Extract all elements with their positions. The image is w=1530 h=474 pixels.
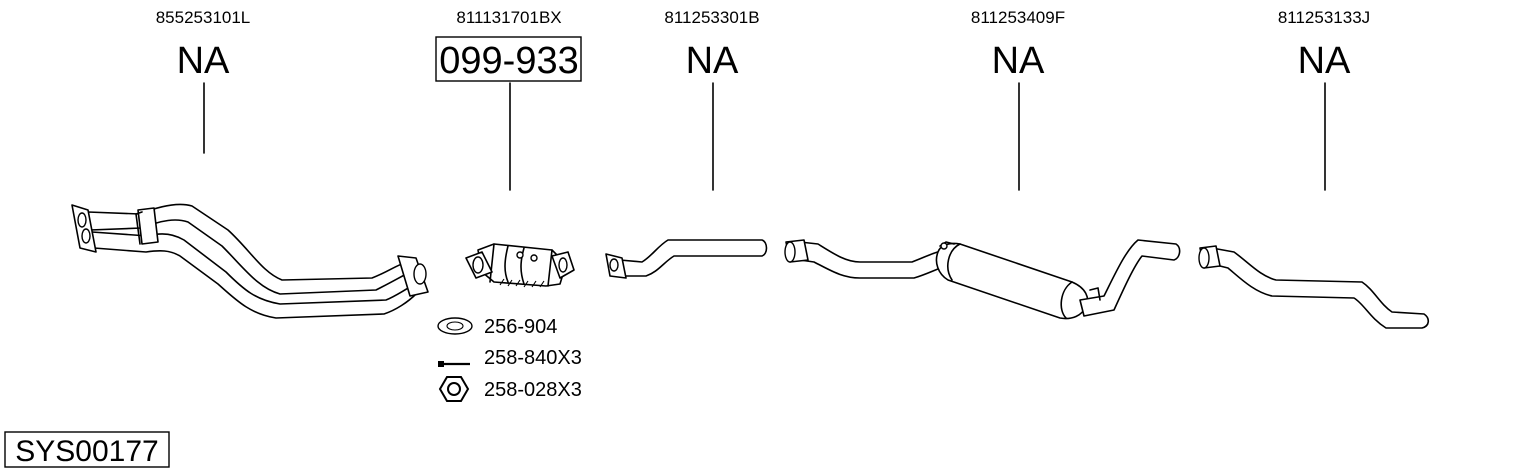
part-5-callout[interactable]: 811253133J NA <box>1278 8 1370 191</box>
front-pipe-drawing[interactable] <box>71 203 429 319</box>
nut-icon <box>438 376 470 402</box>
part-3-oem-number: 811253301B <box>664 8 759 27</box>
part-1-code: NA <box>177 40 230 82</box>
part-5-code: NA <box>1298 40 1351 82</box>
part-2-code-box <box>435 36 582 82</box>
accessory-gasket-code: 256-904 <box>484 316 557 338</box>
part-1-oem-number: 855253101L <box>156 8 251 27</box>
accessory-nut[interactable]: 258-028X3 <box>438 376 582 402</box>
bolt-icon <box>438 361 470 367</box>
accessory-bolt[interactable]: 258-840X3 <box>438 347 582 369</box>
centre-silencer-drawing[interactable] <box>784 239 1181 320</box>
intermediate-pipe-drawing[interactable] <box>605 239 768 279</box>
system-code: SYS00177 <box>15 435 158 468</box>
part-2-code: 099-933 <box>439 40 578 82</box>
part-3-callout[interactable]: 811253301B NA <box>664 8 760 191</box>
part-3-code: NA <box>686 40 739 82</box>
system-code-box: SYS00177 <box>4 431 170 468</box>
part-5-oem-number: 811253133J <box>1278 8 1370 27</box>
part-4-oem-number: 811253409F <box>971 8 1065 27</box>
accessory-bolt-code: 258-840X3 <box>484 347 582 369</box>
catalytic-converter-drawing[interactable] <box>465 243 575 288</box>
part-2-callout[interactable]: 811131701BX 099-933 <box>435 8 582 191</box>
gasket-icon <box>437 317 473 335</box>
part-1-callout[interactable]: 855253101L NA <box>156 8 251 154</box>
part-4-callout[interactable]: 811253409F NA <box>971 8 1065 191</box>
part-4-code: NA <box>992 40 1045 82</box>
accessory-gasket[interactable]: 256-904 <box>437 316 557 338</box>
accessory-nut-code: 258-028X3 <box>484 379 582 401</box>
part-2-oem-number: 811131701BX <box>456 8 561 27</box>
rear-pipe-drawing[interactable] <box>1198 245 1430 329</box>
